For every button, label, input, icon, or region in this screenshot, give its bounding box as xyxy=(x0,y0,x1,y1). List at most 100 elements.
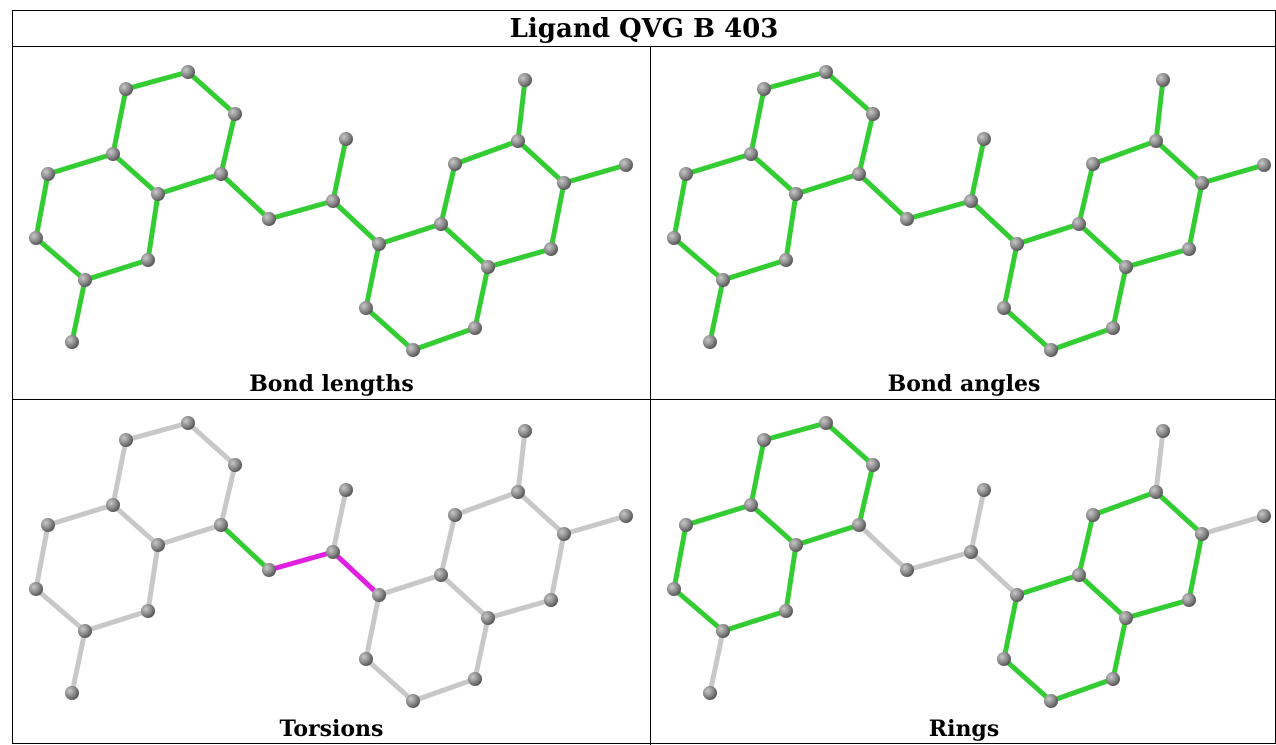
bond-0-1 xyxy=(761,420,829,443)
atom-3 xyxy=(852,167,866,181)
bond-18-19 xyxy=(1001,305,1054,353)
atom-1 xyxy=(819,65,833,79)
bond-8-10 xyxy=(69,628,88,696)
bond-5-6 xyxy=(683,502,754,528)
molecule-bond-lengths xyxy=(29,65,633,357)
atom-16 xyxy=(481,611,495,625)
atom-14 xyxy=(1010,237,1024,251)
atom-13 xyxy=(977,132,991,146)
atom-11 xyxy=(900,563,914,577)
atom-4 xyxy=(151,187,165,201)
atom-8 xyxy=(78,624,92,638)
atom-25 xyxy=(619,509,633,523)
bond-8-10 xyxy=(707,628,726,696)
bond-23-16 xyxy=(1123,246,1192,270)
atom-23 xyxy=(1182,242,1196,256)
atom-5 xyxy=(106,498,120,512)
atom-2 xyxy=(228,458,242,472)
atom-21 xyxy=(1149,134,1163,148)
atom-13 xyxy=(339,132,353,146)
bond-12-13 xyxy=(330,136,349,204)
bond-15-16 xyxy=(438,221,491,270)
atom-3 xyxy=(214,518,228,532)
bond-23-16 xyxy=(485,246,554,270)
atom-2 xyxy=(228,107,242,121)
bond-18-19 xyxy=(363,656,416,704)
molecule-rings xyxy=(667,416,1271,708)
atom-1 xyxy=(181,416,195,430)
atom-19 xyxy=(997,301,1011,315)
bond-19-14 xyxy=(363,592,382,662)
bond-12-14 xyxy=(330,549,382,598)
bond-14-15 xyxy=(1014,221,1082,247)
atom-0 xyxy=(119,82,133,96)
atom-24 xyxy=(1156,73,1170,87)
bond-21-22 xyxy=(515,138,567,186)
atom-24 xyxy=(1156,424,1170,438)
bond-2-3 xyxy=(856,111,876,177)
caption-rings: Rings xyxy=(928,716,1000,742)
bond-8-10 xyxy=(707,277,726,345)
bond-2-3 xyxy=(218,111,238,177)
atom-6 xyxy=(679,167,693,181)
atom-14 xyxy=(372,588,386,602)
bond-8-9 xyxy=(82,608,151,634)
atom-22 xyxy=(557,176,571,190)
panel-rings: Rings xyxy=(651,400,1276,745)
atom-4 xyxy=(151,538,165,552)
atom-5 xyxy=(106,147,120,161)
figure-title: Ligand QVG B 403 xyxy=(13,11,1275,47)
bond-23-16 xyxy=(485,597,554,621)
atom-13 xyxy=(339,483,353,497)
bond-3-11 xyxy=(856,522,910,573)
bond-5-0 xyxy=(748,437,767,508)
bond-12-13 xyxy=(968,136,987,204)
bond-16-17 xyxy=(1110,264,1129,331)
atom-20 xyxy=(448,508,462,522)
atom-16 xyxy=(1119,611,1133,625)
caption-torsions: Torsions xyxy=(279,716,384,742)
atom-18 xyxy=(1044,694,1058,708)
atom-21 xyxy=(511,134,525,148)
atom-15 xyxy=(434,568,448,582)
atom-8 xyxy=(716,273,730,287)
bond-6-7 xyxy=(33,171,51,241)
atom-6 xyxy=(41,518,55,532)
bond-7-8 xyxy=(33,586,88,634)
atom-12 xyxy=(964,194,978,208)
bond-22-23 xyxy=(1186,180,1205,252)
bond-7-8 xyxy=(33,235,88,283)
bond-14-15 xyxy=(1014,572,1082,598)
bond-3-4 xyxy=(155,171,224,197)
bond-6-7 xyxy=(671,171,689,241)
atom-23 xyxy=(544,593,558,607)
bond-9-4 xyxy=(145,191,161,263)
bond-0-1 xyxy=(123,420,191,443)
atom-16 xyxy=(481,260,495,274)
atom-15 xyxy=(1072,568,1086,582)
atom-24 xyxy=(518,73,532,87)
atom-17 xyxy=(468,672,482,686)
bond-16-17 xyxy=(472,264,491,331)
atom-18 xyxy=(406,343,420,357)
atom-23 xyxy=(544,242,558,256)
bond-17-18 xyxy=(410,325,478,353)
atom-10 xyxy=(703,686,717,700)
bond-3-4 xyxy=(155,522,224,548)
bond-4-5 xyxy=(748,502,799,548)
bond-4-5 xyxy=(748,151,799,197)
bond-23-16 xyxy=(1123,597,1192,621)
bond-19-14 xyxy=(1001,241,1020,311)
bond-21-22 xyxy=(1153,489,1205,537)
atom-25 xyxy=(619,158,633,172)
bond-21-24 xyxy=(1153,428,1166,495)
bond-2-3 xyxy=(218,462,238,528)
atom-4 xyxy=(789,187,803,201)
bond-18-19 xyxy=(1001,656,1054,704)
bond-16-17 xyxy=(472,615,491,682)
atom-3 xyxy=(852,518,866,532)
bond-14-15 xyxy=(376,572,444,598)
atom-16 xyxy=(1119,260,1133,274)
bond-8-9 xyxy=(720,608,789,634)
atom-9 xyxy=(141,253,155,267)
